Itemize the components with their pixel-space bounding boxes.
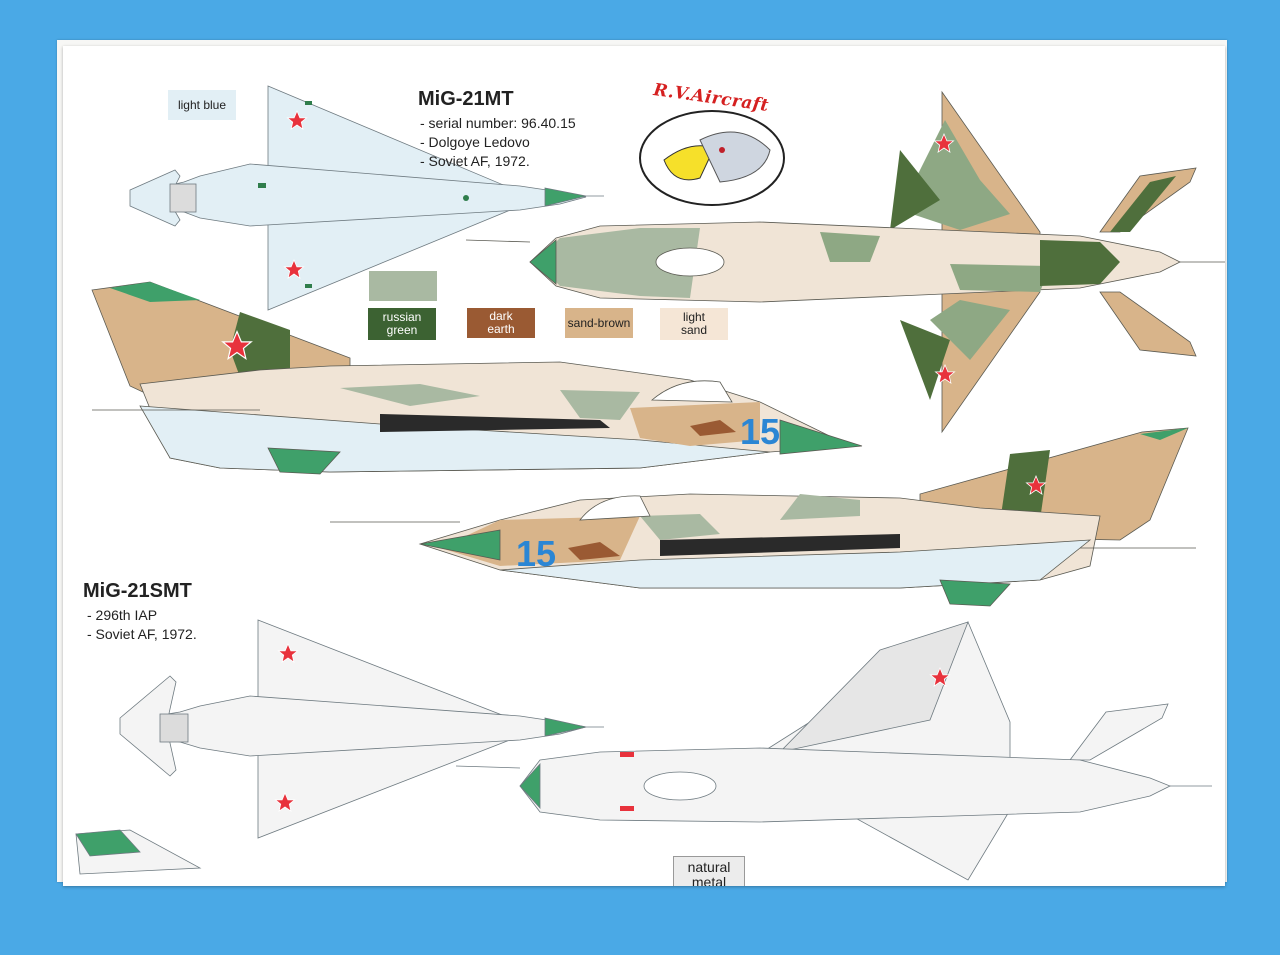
top-aircraft-info: - serial number: 96.40.15 - Dolgoye Ledo… [420,115,576,169]
mig21mt-left-profile: 15 [91,281,863,475]
partial-aircraft-profile [75,829,202,875]
bottom-aircraft-info: - 296th IAP - Soviet AF, 1972. [87,607,197,642]
rv-aircraft-logo [639,110,785,206]
mig21mt-underside-plan [129,85,604,311]
nose-number-left: 15 [740,411,780,452]
mig21smt-top-plan [455,621,1212,881]
label-light-blue: light blue [168,90,236,120]
bottom-aircraft-title: MiG-21SMT [83,580,192,602]
swatch-grey-green [369,271,437,301]
swatch-sand-brown: sand-brown [565,308,633,338]
nose-number-right: 15 [516,533,556,574]
top-aircraft-title: MiG-21MT [418,88,514,110]
mig21mt-right-profile: 15 [330,427,1196,607]
mig21mt-top-plan [465,90,1225,434]
decal-sheet: 15 15 [63,46,1225,886]
mig21smt-underside-plan [119,619,604,839]
aircraft-artwork: 15 15 [75,85,1225,881]
